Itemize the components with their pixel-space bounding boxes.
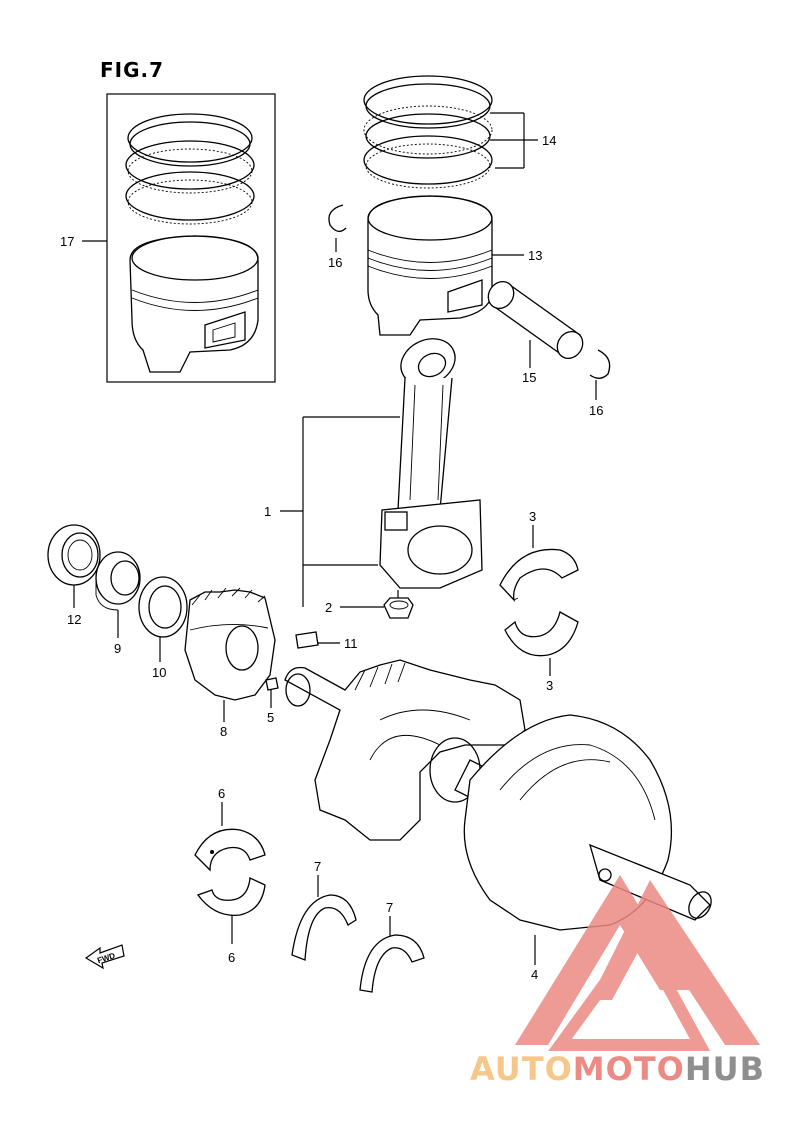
piston-13-drawing xyxy=(367,195,493,336)
callout-8: 8 xyxy=(220,724,227,739)
circlip-16b-drawing xyxy=(589,349,611,379)
oil-seal-12-drawing xyxy=(47,524,101,586)
figure-title: FIG.7 xyxy=(100,58,165,82)
watermark-logo xyxy=(515,875,760,1051)
callout-3-lower: 3 xyxy=(546,678,553,693)
callout-11: 11 xyxy=(344,636,358,651)
bearing-3-lower-drawing xyxy=(504,611,579,657)
gear-8-drawing xyxy=(184,587,276,701)
callout-6-upper: 6 xyxy=(218,786,225,801)
callout-7a: 7 xyxy=(314,859,321,874)
piston-rings-14-drawing xyxy=(363,75,493,189)
watermark-part-moto: MOTO xyxy=(572,1050,685,1088)
callout-5: 5 xyxy=(267,710,274,725)
callout-7b: 7 xyxy=(386,900,393,915)
key-11-drawing xyxy=(295,631,319,649)
watermark-part-auto: AUTO xyxy=(470,1050,573,1088)
callout-16-right: 16 xyxy=(589,403,603,418)
watermark-part-hub: HUB xyxy=(684,1050,766,1088)
watermark-text: AUTOMOTOHUB xyxy=(470,1050,765,1088)
connecting-rod-1-drawing xyxy=(379,338,483,589)
washer-10-drawing xyxy=(138,576,188,638)
callout-1: 1 xyxy=(264,504,271,519)
bearing-3-upper-drawing xyxy=(499,548,579,603)
nut-2-drawing xyxy=(383,590,414,619)
callout-9: 9 xyxy=(114,641,121,656)
callout-2: 2 xyxy=(325,600,332,615)
callout-16-left: 16 xyxy=(328,255,342,270)
thrust-washer-7b-drawing xyxy=(359,934,425,993)
thrust-washer-7a-drawing xyxy=(291,894,357,961)
circlip-16a-drawing xyxy=(328,204,347,232)
callout-6-lower: 6 xyxy=(228,950,235,965)
piston-pin-15-drawing xyxy=(487,280,584,360)
callout-10: 10 xyxy=(152,665,166,680)
piston-set-17-drawing xyxy=(125,113,259,373)
callout-4: 4 xyxy=(531,967,538,982)
fwd-arrow-icon xyxy=(84,944,125,970)
bushing-9-drawing xyxy=(95,551,141,611)
piston-assembly-box xyxy=(106,93,276,383)
callout-14: 14 xyxy=(542,133,556,148)
pin-5-drawing xyxy=(265,677,279,691)
callout-3-upper: 3 xyxy=(529,509,536,524)
callout-13: 13 xyxy=(528,248,542,263)
callout-12: 12 xyxy=(67,612,81,627)
bearing-6-upper-drawing xyxy=(194,828,266,872)
callout-15: 15 xyxy=(522,370,536,385)
callout-17: 17 xyxy=(60,234,74,249)
bearing-6-lower-drawing xyxy=(196,877,266,916)
